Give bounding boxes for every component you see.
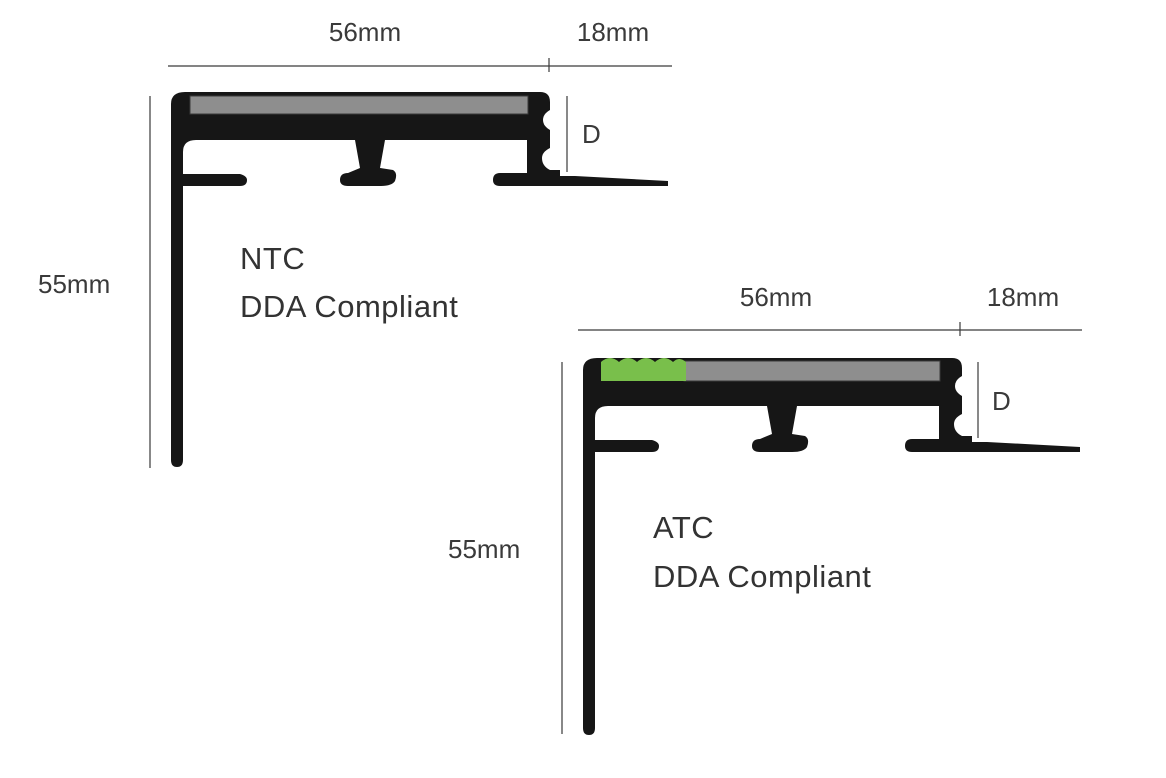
ntc-nosing-profile — [171, 92, 668, 467]
ntc-profile-group: 56mm 18mm 55mm D NTC DDA Compliant — [38, 17, 672, 468]
atc-compliance-label: DDA Compliant — [653, 559, 871, 594]
atc-height-label: 55mm — [448, 534, 520, 564]
ntc-nosing-label: 18mm — [577, 17, 649, 47]
atc-depth-label: D — [992, 386, 1011, 416]
ntc-width-label: 56mm — [329, 17, 401, 47]
ntc-product-name: NTC — [240, 241, 305, 276]
atc-width-label: 56mm — [740, 282, 812, 312]
atc-nosing-label: 18mm — [987, 282, 1059, 312]
atc-profile-group: 56mm 18mm 55mm D ATC DDA Compliant — [448, 282, 1082, 735]
ntc-depth-label: D — [582, 119, 601, 149]
atc-green-glow-insert — [601, 358, 686, 381]
ntc-height-label: 55mm — [38, 269, 110, 299]
ntc-compliance-label: DDA Compliant — [240, 289, 458, 324]
atc-nosing-profile — [583, 358, 1080, 735]
atc-product-name: ATC — [653, 510, 714, 545]
ntc-grey-insert — [189, 95, 529, 115]
atc-grey-insert — [683, 360, 941, 382]
